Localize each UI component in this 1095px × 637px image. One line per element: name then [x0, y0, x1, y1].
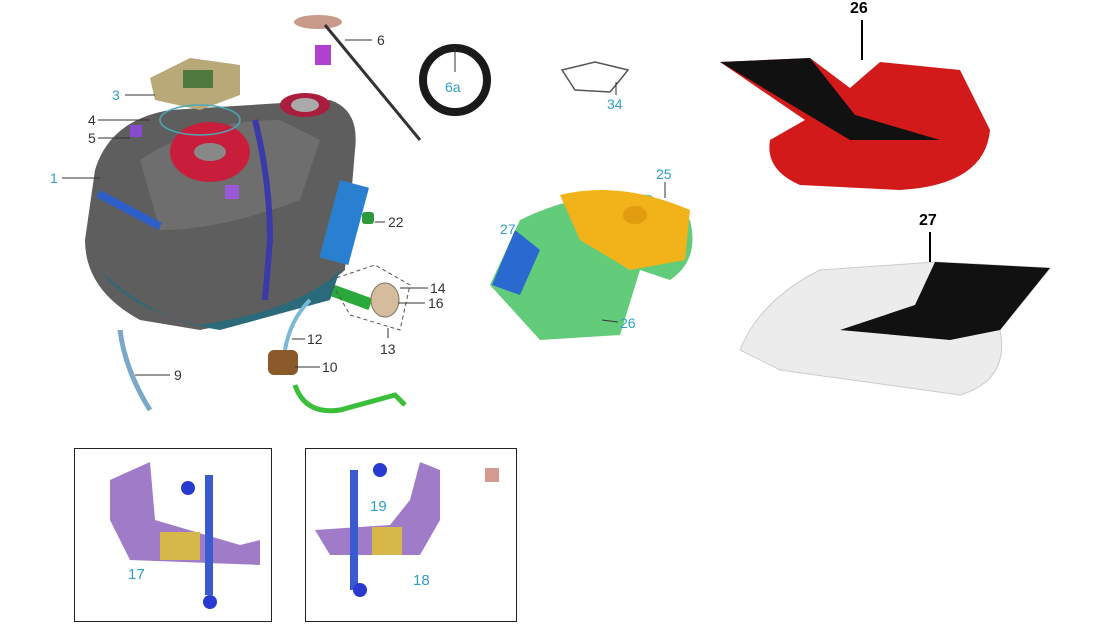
- callout-6a: 6a: [445, 79, 461, 95]
- fuel-sender: [294, 15, 422, 141]
- fuel-tank: [85, 93, 374, 330]
- callout-14: 14: [430, 280, 446, 296]
- bracket-left-box: [74, 448, 272, 622]
- fuel-pump: [268, 350, 298, 375]
- callout-26-red-cover: 26: [850, 0, 868, 17]
- callout-26-assembly: 26: [620, 315, 636, 331]
- callout-4: 4: [88, 112, 96, 128]
- callout-9: 9: [174, 367, 182, 383]
- leader-lines: [62, 39, 666, 376]
- callout-12: 12: [307, 331, 323, 347]
- fuel-cap-plate: [150, 58, 240, 110]
- fuel-line: [292, 384, 407, 414]
- side-cover-red: [720, 20, 990, 190]
- callout-6: 6: [377, 32, 385, 48]
- bracket-right-box: [305, 448, 517, 622]
- filler-cap: [370, 282, 400, 318]
- callout-17: 17: [128, 566, 145, 583]
- emblem-bracket: [560, 61, 630, 93]
- cover-assembly: [490, 190, 693, 340]
- callout-13: 13: [380, 341, 396, 357]
- callout-1: 1: [50, 170, 58, 186]
- callout-16: 16: [428, 295, 444, 311]
- bracket-left-art: [110, 462, 260, 609]
- callout-27-assembly: 27: [500, 221, 516, 237]
- callout-25: 25: [656, 166, 672, 182]
- callout-10: 10: [322, 359, 338, 375]
- callout-27-white-cover: 27: [919, 212, 937, 229]
- seal-ring: [159, 104, 241, 136]
- bracket-right-art: [315, 462, 499, 597]
- callout-19: 19: [370, 498, 387, 515]
- callout-5: 5: [88, 130, 96, 146]
- breather-hose: [117, 329, 153, 412]
- callout-18: 18: [413, 572, 430, 589]
- side-cover-white: [739, 232, 1052, 396]
- callout-22: 22: [388, 214, 404, 230]
- callout-34: 34: [607, 96, 623, 112]
- callout-3: 3: [112, 87, 120, 103]
